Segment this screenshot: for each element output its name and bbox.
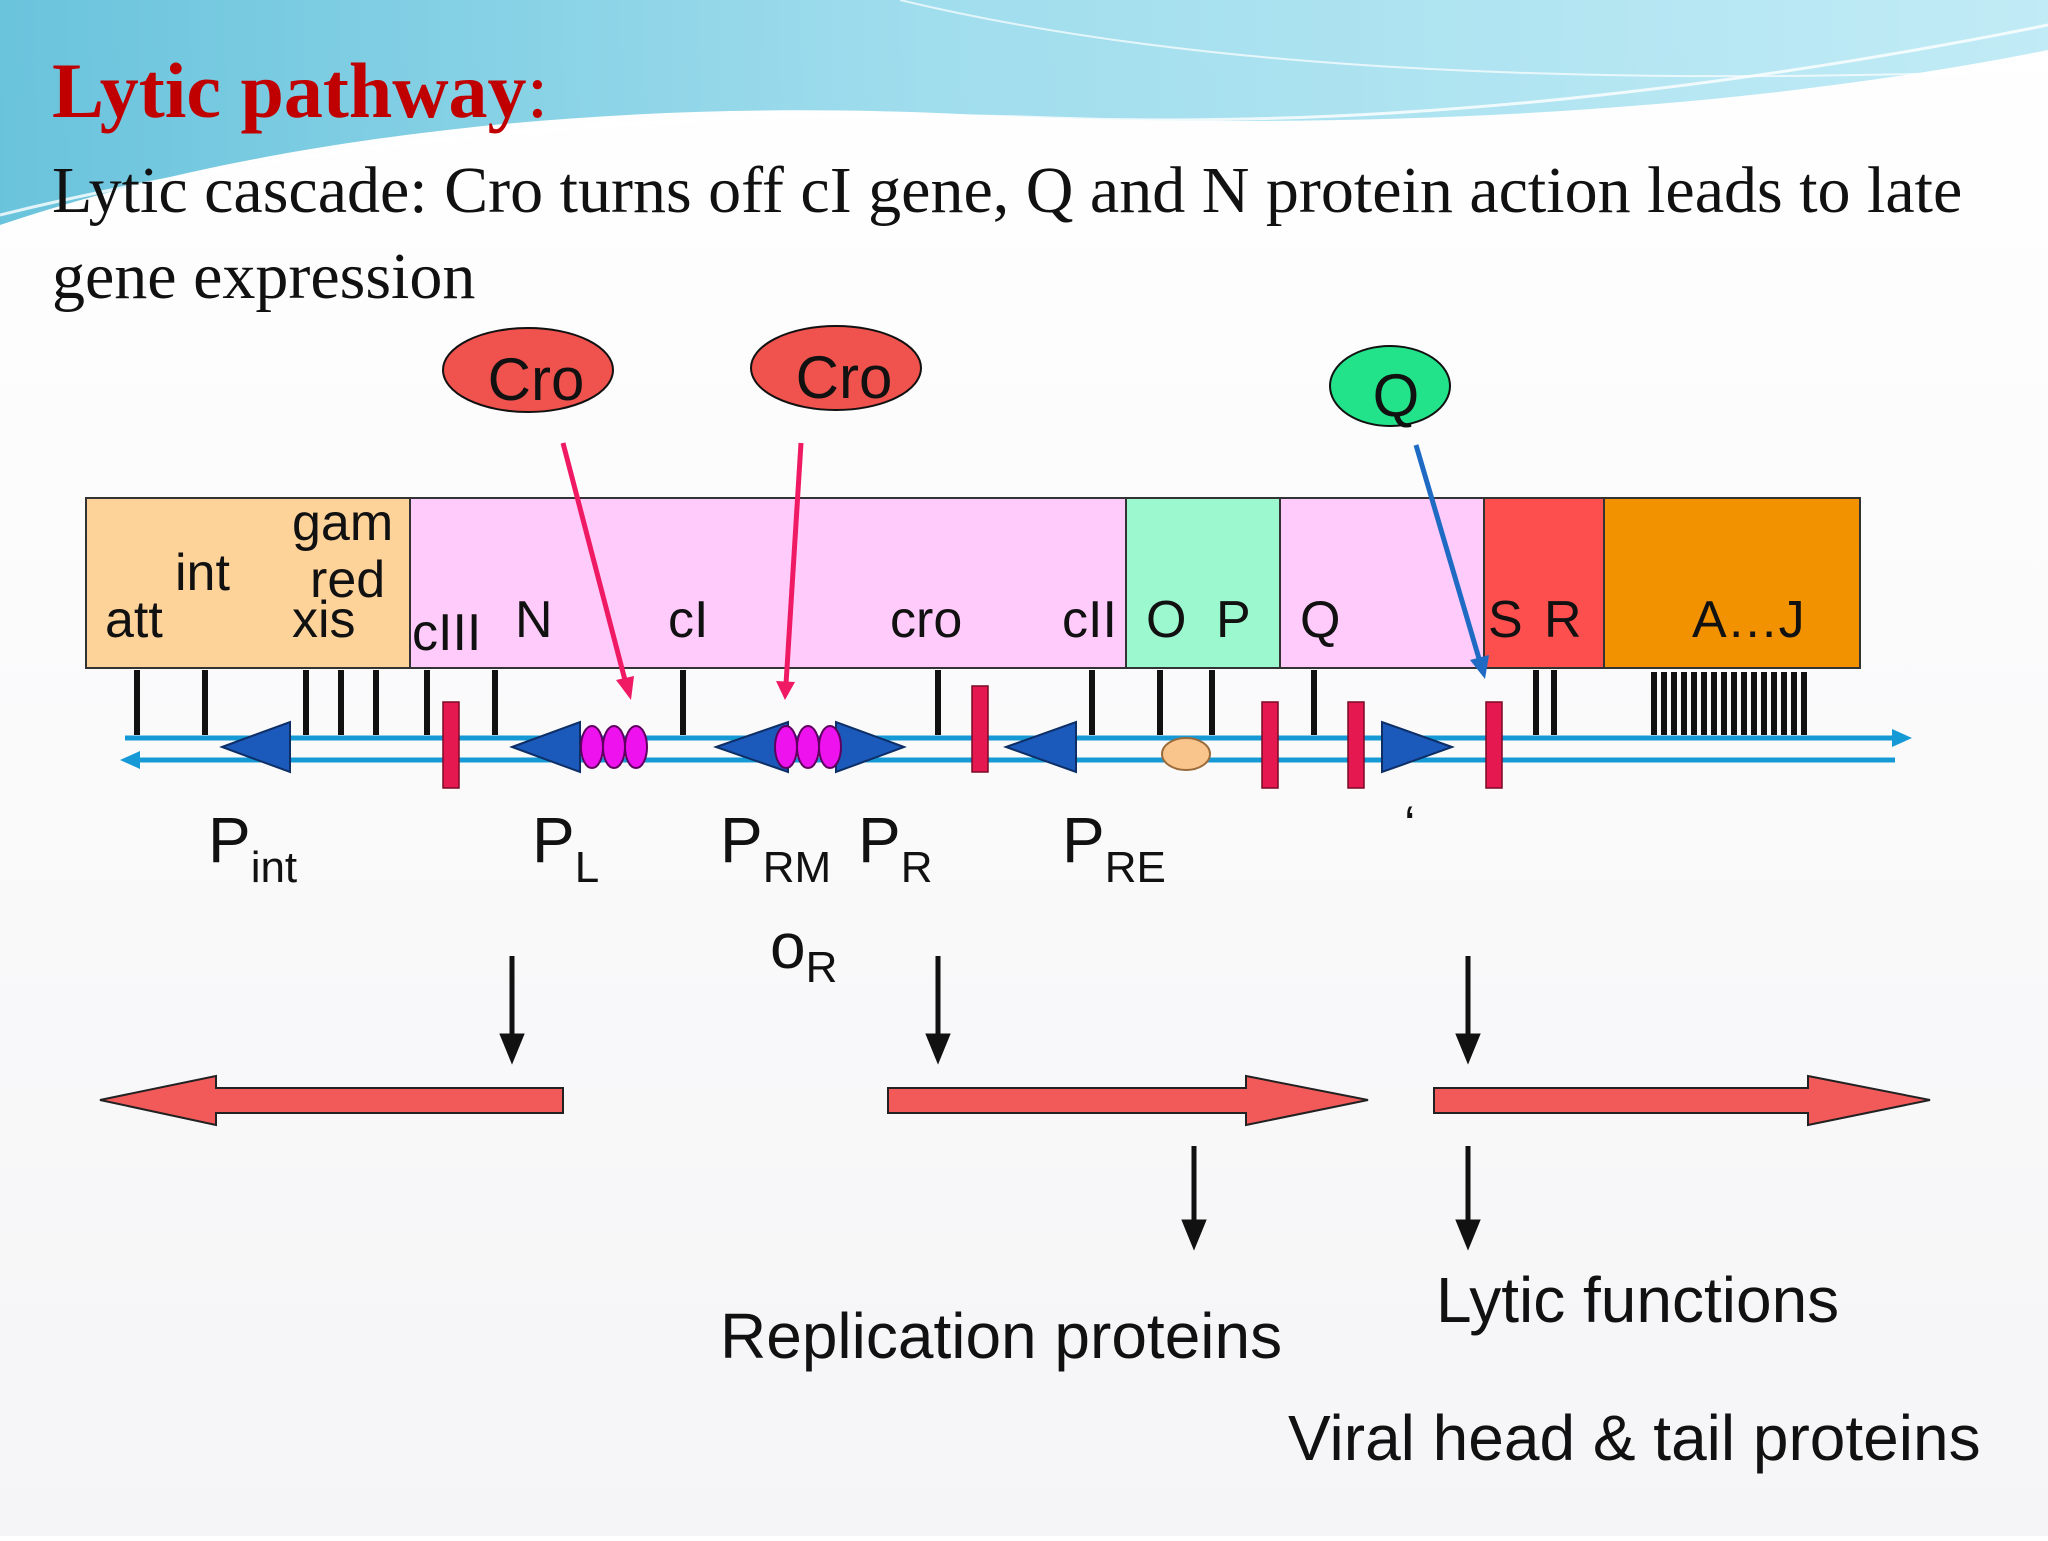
wave-line [899, 0, 2048, 78]
binding-arrows [560, 442, 1489, 700]
dna-bottom-arrowhead [120, 751, 140, 769]
origin-oval [1161, 737, 1211, 771]
arrowhead [776, 681, 795, 700]
operator [971, 685, 989, 773]
dna-top-arrowhead [1892, 729, 1912, 747]
wave-line [0, 23, 2048, 217]
gene-int: int [175, 544, 230, 602]
slide-title: Lytic pathway: [52, 52, 548, 130]
gene-xis: xis [292, 591, 356, 649]
region-att-int [85, 497, 411, 669]
cro-dimer [774, 725, 798, 769]
promoter-pint-triangle [219, 720, 291, 774]
transcript-pr-rightward [887, 1074, 1369, 1127]
bound-cro-or [774, 725, 842, 769]
operator [442, 701, 460, 789]
gene-gam: gam [292, 494, 393, 552]
cro-dimer [624, 725, 648, 769]
label-viral-proteins: Viral head & tail proteins [1288, 1402, 1981, 1474]
label-pre: PRE [1062, 804, 1166, 892]
cro-label: Cro [796, 344, 893, 411]
bound-cro-ol [580, 725, 648, 769]
transcript-pl-leftward [99, 1074, 564, 1127]
arrowhead [1470, 655, 1489, 679]
gene-cro: cro [890, 591, 962, 649]
region-lysis [1483, 497, 1605, 669]
arrowhead [1181, 1219, 1207, 1251]
operator [1261, 701, 1279, 789]
slide-subtitle: Lytic cascade: Cro turns off cI gene, Q … [52, 154, 1963, 313]
gene-cii: cII [1062, 591, 1117, 649]
cro-label: Cro [488, 346, 585, 413]
cro-dimer [818, 725, 842, 769]
title-text: Lytic pathway [52, 47, 527, 134]
protein-cro-left: Cro [442, 327, 614, 413]
arrowhead [925, 1033, 951, 1065]
gene-r: R [1544, 591, 1582, 649]
label-or: oR [770, 910, 837, 992]
label-quote: ‘ [1404, 796, 1416, 854]
label-pl: PL [532, 804, 599, 892]
gene-q: Q [1300, 591, 1340, 649]
dna-strands [120, 729, 1912, 769]
protein-cro-right: Cro [750, 325, 922, 411]
cro-oval [750, 325, 922, 411]
cro-dimer [580, 725, 604, 769]
top-wave-band [0, 0, 2048, 225]
cro-binding-arrow [560, 442, 629, 685]
region-structural [1603, 497, 1861, 669]
gene-a-j: A…J [1692, 591, 1805, 649]
promoter-pre-triangle [1003, 720, 1077, 774]
title-colon: : [526, 47, 549, 134]
gene-map: att int gam red xis cIII N cI cro cII O … [85, 494, 1861, 669]
arrowhead [616, 676, 634, 700]
q-oval [1329, 345, 1451, 427]
cro-dimer [796, 725, 820, 769]
arrowhead [1455, 1219, 1481, 1251]
gene-p: P [1216, 591, 1251, 649]
operator [1347, 701, 1365, 789]
q-label: Q [1373, 362, 1420, 429]
region-q [1279, 497, 1485, 669]
label-pr: PR [858, 804, 932, 892]
cro-binding-arrow [783, 442, 804, 685]
promoter-labels: Pint PL PRM PR PRE oR ‘ [208, 796, 1416, 992]
cro-oval [442, 327, 614, 413]
label-replication-proteins: Replication proteins [720, 1300, 1282, 1372]
promoter-late-triangle [1381, 720, 1455, 774]
gene-n: N [515, 591, 553, 649]
cro-dimer [602, 725, 626, 769]
label-prm: PRM [720, 804, 831, 892]
operator [1485, 701, 1503, 789]
gene-o: O [1146, 591, 1186, 649]
gene-ticks [134, 670, 1807, 735]
q-binding-arrow [1413, 444, 1483, 663]
operators [442, 685, 1503, 789]
gene-ci: cI [668, 591, 708, 649]
gene-red: red [310, 551, 385, 609]
gene-att: att [105, 591, 163, 649]
gene-ciii: cIII [412, 604, 481, 662]
transcripts [99, 1074, 1931, 1127]
gene-s: S [1488, 591, 1523, 649]
promoters [219, 720, 1455, 774]
arrowhead [499, 1033, 525, 1065]
transcript-late-rightward [1433, 1074, 1931, 1127]
down-arrows [499, 956, 1481, 1251]
label-lytic-functions: Lytic functions [1436, 1264, 1839, 1336]
protein-q: Q [1329, 345, 1451, 429]
label-pint: Pint [208, 804, 297, 892]
arrowhead [1455, 1033, 1481, 1065]
